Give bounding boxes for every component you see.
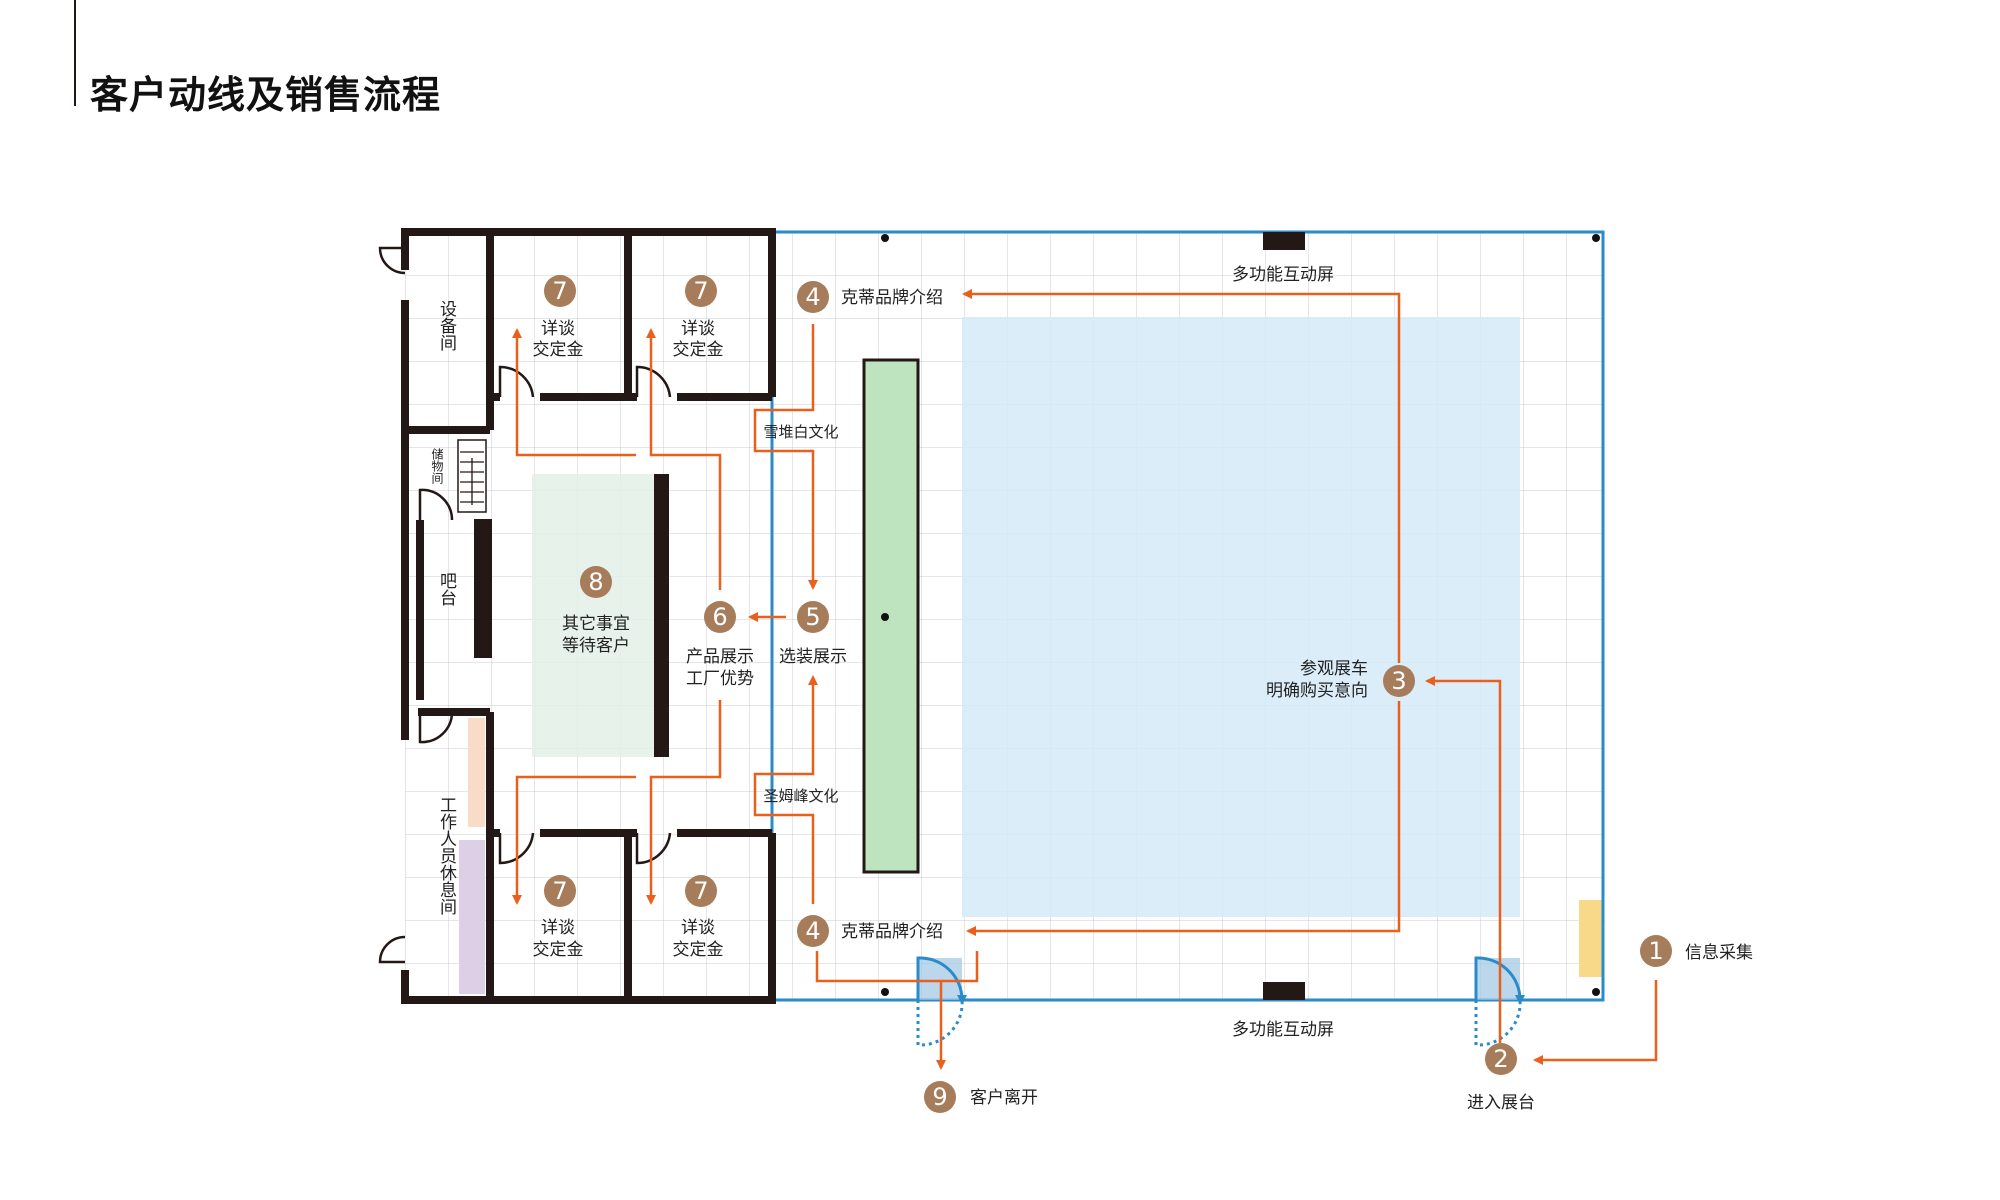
step-6-label-line1: 产品展示 — [686, 647, 754, 667]
step-7-number: 7 — [693, 877, 708, 905]
walls — [401, 228, 776, 1004]
step-8-label-line2: 等待客户 — [562, 636, 630, 656]
doors — [378, 246, 672, 964]
step-4-number-bottom: 4 — [805, 917, 820, 945]
step-9-number: 9 — [932, 1083, 947, 1111]
room-label-bar: 吧台 — [436, 572, 456, 606]
culture-label-bottom: 圣姆峰文化 — [763, 787, 838, 805]
step-2-number: 2 — [1493, 1045, 1508, 1073]
step-7-label-line2: 交定金 — [533, 340, 584, 360]
customer-flow-lines — [512, 289, 1658, 1070]
step-1-label: 信息采集 — [1685, 943, 1753, 963]
step-6-label-line2: 工厂优势 — [686, 669, 754, 689]
step-circles — [544, 275, 1672, 1113]
step-5-number: 5 — [805, 603, 820, 631]
step-8-label-line1: 其它事宜 — [562, 614, 630, 634]
screen-label-top: 多功能互动屏 — [1232, 265, 1334, 285]
pillars — [881, 234, 1600, 996]
step-7-label-line1: 详谈 — [681, 319, 715, 339]
title-accent-bar — [74, 0, 76, 106]
step-3-label-line1: 参观展车 — [1300, 659, 1368, 679]
step-4-label-bottom: 克蒂品牌介绍 — [841, 922, 943, 942]
step-7-label-line1: 详谈 — [681, 918, 715, 938]
screen-label-bottom: 多功能互动屏 — [1232, 1020, 1334, 1040]
top-screen — [1263, 232, 1305, 250]
step-6-number: 6 — [712, 603, 727, 631]
step-7-label-line1: 详谈 — [541, 918, 575, 938]
culture-label-top: 雪堆白文化 — [763, 423, 838, 441]
step-3-number: 3 — [1391, 667, 1406, 695]
step-7-number: 7 — [552, 277, 567, 305]
staff-cabinet — [468, 718, 485, 827]
step-7-number: 7 — [693, 277, 708, 305]
entrance-door — [1474, 956, 1526, 1047]
step-7-labels: 详谈 交定金 详谈 交定金 详谈 交定金 详谈 交定金 — [533, 319, 724, 960]
room-label-staff: 工作人员休息间 — [436, 796, 457, 916]
step-9-label: 客户离开 — [970, 1088, 1038, 1108]
waiting-area — [532, 474, 654, 757]
step-7-label-line2: 交定金 — [673, 940, 724, 960]
staff-sofa — [459, 840, 485, 994]
info-desk — [1579, 900, 1602, 977]
green-display-wall — [862, 358, 920, 874]
step-7-number: 7 — [552, 877, 567, 905]
step-2-label: 进入展台 — [1467, 1093, 1535, 1113]
room-label-equipment: 设备间 — [436, 300, 457, 352]
step-4-label-top: 克蒂品牌介绍 — [841, 288, 943, 308]
step-7-label-line1: 详谈 — [541, 319, 575, 339]
car-display-area — [962, 317, 1520, 917]
step-5-label: 选装展示 — [779, 647, 847, 667]
page-title: 客户动线及销售流程 — [90, 73, 442, 117]
step-7-label-line2: 交定金 — [533, 940, 584, 960]
step-1-number: 1 — [1648, 937, 1663, 965]
bottom-screen — [1263, 982, 1305, 1000]
step-3-label-line2: 明确购买意向 — [1266, 681, 1368, 701]
step-4-number-top: 4 — [805, 283, 820, 311]
step-8-number: 8 — [588, 568, 603, 596]
room-label-storage: 储物间 — [430, 447, 444, 484]
step-7-label-line2: 交定金 — [673, 340, 724, 360]
